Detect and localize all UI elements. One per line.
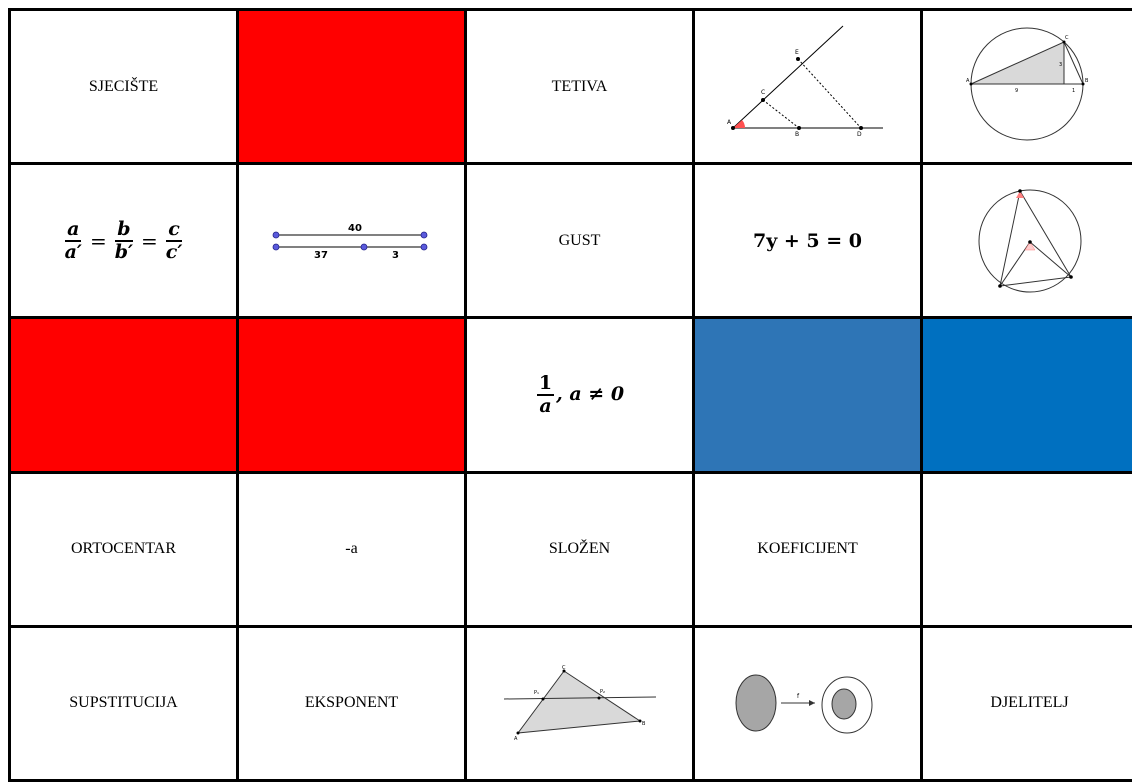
point-c-label: C	[1065, 35, 1069, 41]
equation-text: 7y + 5 = 0	[753, 230, 862, 252]
card-blue-hidden[interactable]	[922, 318, 1132, 472]
card-ortocentar[interactable]: ORTOCENTAR	[10, 472, 238, 626]
arrow-f-label: f	[797, 693, 800, 700]
card-empty[interactable]	[922, 472, 1132, 626]
grid-row-4: ORTOCENTAR -a SLOŽEN KOEFICIJENT	[10, 472, 1132, 626]
mapping-figure: f	[733, 668, 883, 738]
grid-row-1: SJECIŠTE TETIVA A C E B D	[10, 10, 1132, 164]
segment-9-label: 9	[1015, 88, 1018, 94]
segment-3-label: 3	[392, 250, 399, 261]
card-supstitucija[interactable]: SUPSTITUCIJA	[10, 626, 238, 780]
card-triangle-line[interactable]: C A B P₁ P₂	[466, 626, 694, 780]
card-gust[interactable]: GUST	[466, 164, 694, 318]
card-inscribed-angle[interactable]	[922, 164, 1132, 318]
inscribed-angle-figure	[975, 186, 1085, 296]
card-slozen[interactable]: SLOŽEN	[466, 472, 694, 626]
card-label: EKSPONENT	[305, 694, 398, 711]
triangle-line-figure: C A B P₁ P₂	[500, 663, 660, 743]
segment-37-label: 37	[314, 250, 328, 261]
card-red-hidden[interactable]	[238, 318, 466, 472]
card-circle-right-triangle[interactable]: A C B 9 1 3	[922, 10, 1132, 164]
card-label: SLOŽEN	[549, 540, 610, 557]
segment-40-label: 40	[348, 223, 362, 234]
point-a-label: A	[966, 78, 970, 84]
card-mapping-figure[interactable]: f	[694, 626, 922, 780]
card-djelitelj[interactable]: DJELITELJ	[922, 626, 1132, 780]
point-d-label: D	[857, 131, 862, 138]
point-a-label: A	[514, 736, 518, 742]
grid-row-5: SUPSTITUCIJA EKSPONENT C A B P₁ P₂	[10, 626, 1132, 780]
card-label: ORTOCENTAR	[71, 540, 176, 557]
segment-3-label: 3	[1059, 62, 1062, 68]
segment-1-label: 1	[1072, 88, 1075, 94]
point-a-label: A	[727, 119, 732, 126]
card-koeficijent[interactable]: KOEFICIJENT	[694, 472, 922, 626]
circle-right-triangle-figure: A C B 9 1 3	[965, 22, 1095, 152]
point-b-label: B	[642, 721, 646, 727]
point-p1-label: P₁	[534, 690, 539, 696]
card-label: TETIVA	[552, 78, 608, 95]
point-e-label: E	[795, 49, 799, 56]
card-eksponent[interactable]: EKSPONENT	[238, 626, 466, 780]
point-b-label: B	[795, 131, 799, 138]
card-sjeciste[interactable]: SJECIŠTE	[10, 10, 238, 164]
card-label: KOEFICIJENT	[757, 540, 857, 557]
card-label: -a	[345, 540, 357, 557]
point-c-label: C	[761, 89, 765, 96]
card-blue-hidden[interactable]	[694, 318, 922, 472]
card-label: SJECIŠTE	[89, 78, 158, 95]
memory-card-grid: SJECIŠTE TETIVA A C E B D	[8, 8, 1132, 782]
segments-figure: 40 37 3	[272, 221, 432, 261]
point-p2-label: P₂	[600, 689, 605, 695]
card-red-hidden[interactable]	[10, 318, 238, 472]
card-thales-figure[interactable]: A C E B D	[694, 10, 922, 164]
card-tetiva[interactable]: TETIVA	[466, 10, 694, 164]
card-equation[interactable]: 7y + 5 = 0	[694, 164, 922, 318]
point-b-label: B	[1085, 78, 1089, 84]
card-label: SUPSTITUCIJA	[69, 694, 177, 711]
thales-figure: A C E B D	[723, 24, 893, 149]
point-c-label: C	[562, 665, 566, 671]
card-label: GUST	[559, 232, 601, 249]
card-segments[interactable]: 40 37 3	[238, 164, 466, 318]
card-label: DJELITELJ	[990, 694, 1068, 711]
card-minus-a[interactable]: -a	[238, 472, 466, 626]
card-red-hidden[interactable]	[238, 10, 466, 164]
